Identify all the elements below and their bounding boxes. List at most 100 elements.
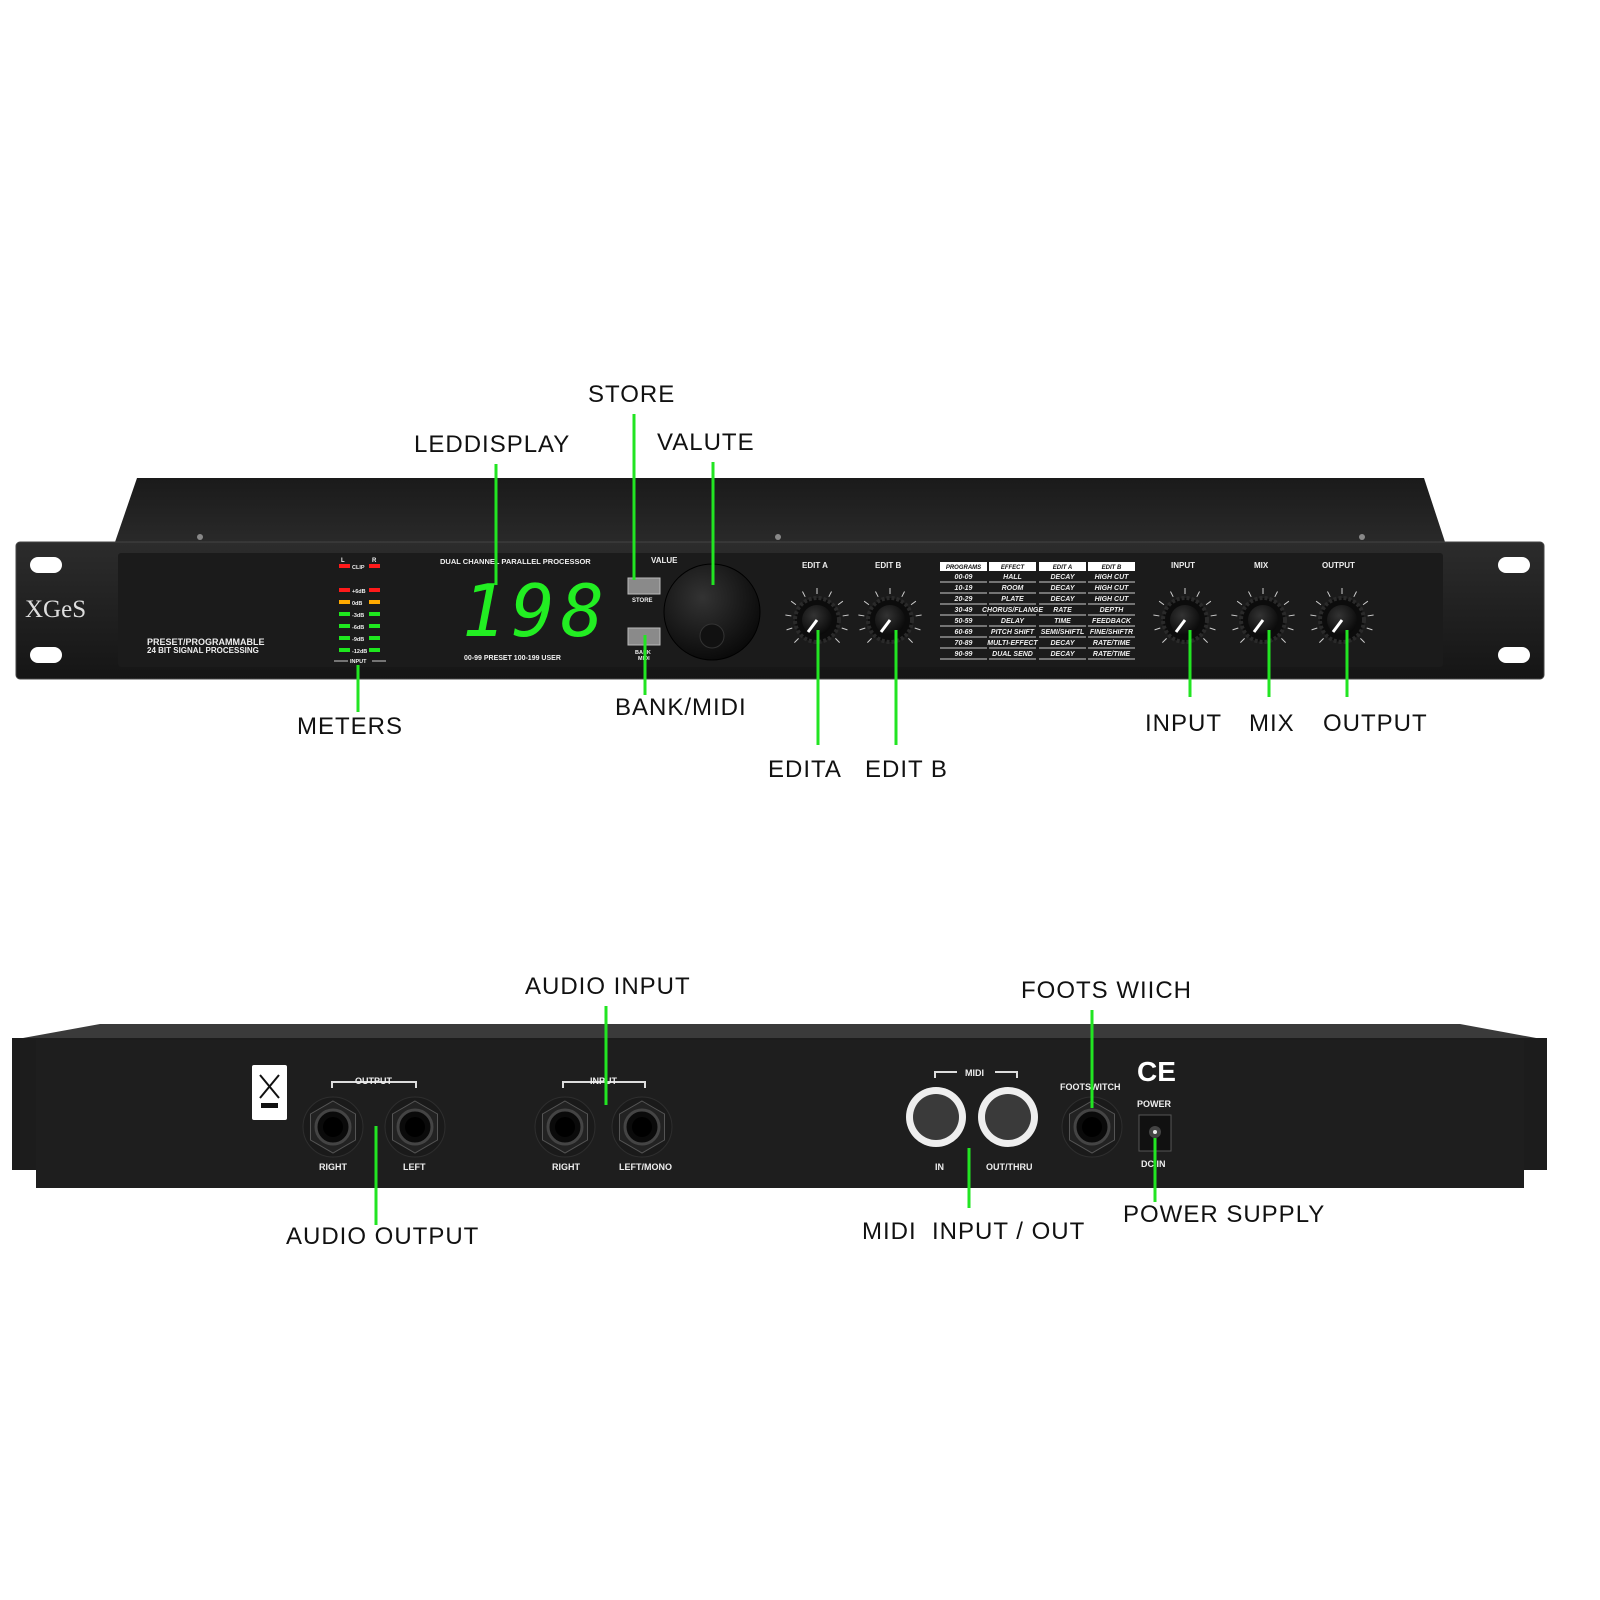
input-left-jack[interactable] [611, 1096, 673, 1158]
meter-led-right [369, 648, 380, 652]
table-cell: 10-19 [955, 585, 973, 592]
table-cell: 50-59 [955, 618, 973, 625]
subtitle: PRESET/PROGRAMMABLE [147, 637, 265, 647]
svg-text:MIDI: MIDI [965, 1068, 984, 1078]
meter-led-right [369, 600, 380, 604]
table-cell: SEMI/SHIFTL [1041, 629, 1085, 636]
rack-hole [1498, 647, 1530, 663]
svg-text:FOOTSWITCH: FOOTSWITCH [1060, 1082, 1121, 1092]
table-cell: DECAY [1051, 640, 1076, 647]
input-right-jack[interactable] [534, 1096, 596, 1158]
callout-audio-input: AUDIO INPUT [525, 973, 691, 1000]
svg-text:LEFT: LEFT [403, 1162, 426, 1172]
callout-midi-io: MIDI INPUT / OUT [862, 1218, 1085, 1245]
svg-text:R: R [372, 558, 377, 564]
svg-text:POWER: POWER [1137, 1099, 1172, 1109]
footswitch-jack[interactable] [1061, 1096, 1123, 1158]
svg-text:INPUT: INPUT [1171, 561, 1195, 570]
callout-audio-output: AUDIO OUTPUT [286, 1223, 479, 1250]
store-button[interactable] [627, 577, 661, 595]
led-display: 198 [462, 569, 610, 653]
subtitle: 24 BIT SIGNAL PROCESSING [147, 646, 259, 655]
callout-led-display: LEDDISPLAY [414, 431, 570, 458]
meter-led-right [369, 588, 380, 592]
table-cell: DECAY [1051, 585, 1076, 592]
table-cell: 00-09 [955, 574, 973, 581]
rack-hole [30, 647, 62, 663]
table-cell: 20-29 [954, 596, 973, 603]
svg-text:RIGHT: RIGHT [319, 1162, 348, 1172]
table-cell: RATE/TIME [1093, 640, 1131, 647]
table-cell: DECAY [1051, 651, 1076, 658]
svg-text:INPUT: INPUT [590, 1076, 618, 1086]
table-cell: 30-49 [955, 607, 973, 614]
power-jack[interactable] [1138, 1114, 1172, 1152]
svg-text:EDIT B: EDIT B [875, 561, 901, 570]
table-cell: TIME [1054, 618, 1071, 625]
rear-panel: OUTPUT INPUT RIGHT LEFT RIGHT LEFT/MONO … [12, 1024, 1547, 1188]
table-cell: MULTI-EFFECT [987, 640, 1038, 647]
svg-text:OUTPUT: OUTPUT [355, 1076, 393, 1086]
table-cell: DEPTH [1100, 607, 1125, 614]
table-cell: FINE/SHIFTR [1090, 629, 1133, 636]
callout-edit-a: EDITA [768, 756, 842, 783]
svg-text:INPUT: INPUT [350, 659, 367, 665]
callout-bank-midi: BANK/MIDI [615, 694, 747, 721]
svg-text:OUTPUT: OUTPUT [1322, 561, 1355, 570]
table-cell: HIGH CUT [1095, 574, 1130, 581]
front-panel: XGeS PRESET/PROGRAMMABLE 24 BIT SIGNAL P… [15, 478, 1545, 680]
table-cell: PITCH SHIFT [991, 629, 1035, 636]
table-cell: RATE [1053, 607, 1072, 614]
meter-led-left [339, 600, 350, 604]
meter-level-label: -6dB [352, 625, 364, 631]
callout-mix: MIX [1249, 710, 1295, 737]
table-cell: FEEDBACK [1092, 618, 1132, 625]
meter-level-label: +6dB [352, 589, 366, 595]
table-cell: DECAY [1051, 596, 1076, 603]
svg-text:STORE: STORE [632, 598, 653, 604]
table-cell: DECAY [1051, 574, 1076, 581]
callout-input: INPUT [1145, 710, 1222, 737]
meter-led-right [369, 612, 380, 616]
meter-led-left [339, 612, 350, 616]
preset-range: 00-99 PRESET 100-199 USER [464, 655, 561, 662]
edit-b-knob[interactable] [858, 588, 922, 644]
table-cell: DUAL SEND [992, 651, 1033, 658]
weee-icon [252, 1065, 287, 1120]
table-cell: DELAY [1001, 618, 1026, 625]
processor-title: DUAL CHANNEL PARALLEL PROCESSOR [440, 557, 591, 566]
callout-footswitch: FOOTS WIICH [1021, 977, 1192, 1004]
midi-in-port[interactable] [906, 1087, 966, 1147]
table-cell: HALL [1003, 574, 1022, 581]
rack-hole [1498, 557, 1530, 573]
table-cell: PLATE [1001, 596, 1024, 603]
output-left-jack[interactable] [384, 1096, 446, 1158]
meter-led-left [339, 636, 350, 640]
callout-output: OUTPUT [1323, 710, 1428, 737]
meter-level-label: -12dB [352, 649, 367, 655]
brand-logo: XGeS [25, 596, 86, 623]
table-header: EFFECT [1001, 565, 1026, 571]
svg-text:VALUE: VALUE [651, 556, 678, 565]
svg-text:MIX: MIX [1254, 561, 1269, 570]
ce-mark: CE [1137, 1056, 1176, 1087]
table-cell: 60-69 [955, 629, 973, 636]
svg-text:DC IN: DC IN [1141, 1159, 1166, 1169]
svg-text:EDIT A: EDIT A [802, 561, 828, 570]
mix-knob[interactable] [1231, 588, 1295, 644]
edit-a-knob[interactable] [785, 588, 849, 644]
table-cell: HIGH CUT [1095, 596, 1130, 603]
svg-text:L: L [341, 558, 345, 564]
output-right-jack[interactable] [302, 1096, 364, 1158]
output-knob[interactable] [1310, 588, 1374, 644]
meter-led-right [369, 636, 380, 640]
input-knob[interactable] [1153, 588, 1217, 644]
table-cell: ROOM [1002, 585, 1024, 592]
svg-text:BANK: BANK [635, 650, 651, 656]
midi-out-port[interactable] [978, 1087, 1038, 1147]
table-cell: HIGH CUT [1095, 585, 1130, 592]
callout-meters: METERS [297, 713, 403, 740]
